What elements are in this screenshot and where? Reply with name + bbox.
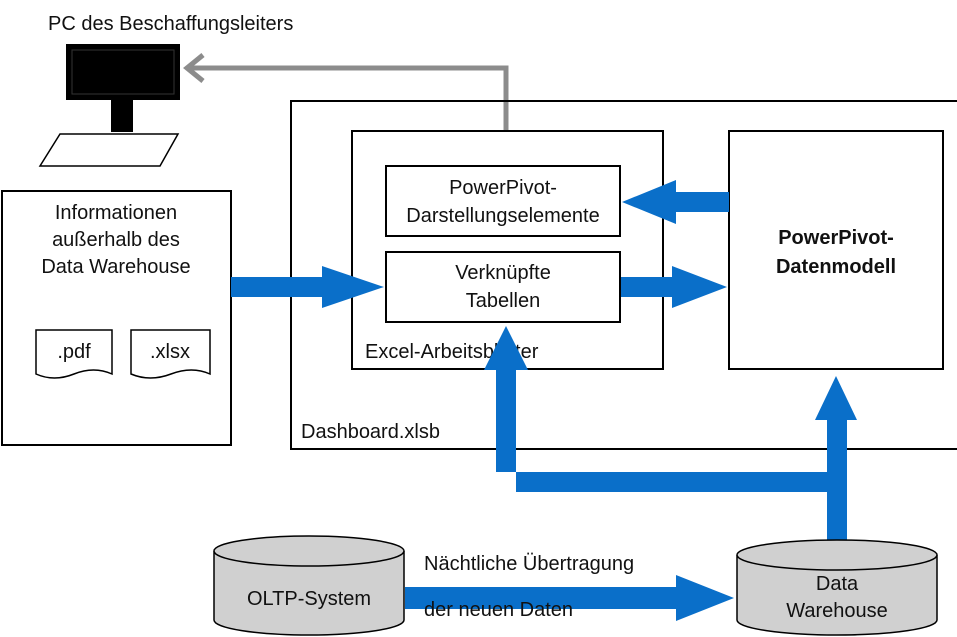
arrow-warehouse-feed (484, 326, 857, 543)
transfer-line-2: der neuen Daten (424, 599, 573, 621)
oltp-label: OLTP-System (247, 588, 371, 610)
dashboard-box (290, 100, 957, 450)
oltp-cylinder (213, 535, 405, 636)
display-elements-box (385, 165, 621, 237)
pc-icon (38, 44, 180, 167)
xlsx-file-icon: .xlsx (130, 329, 211, 379)
data-model-line-1: PowerPivot- (778, 227, 894, 249)
pc-caption: PC des Beschaffungsleiters (48, 13, 293, 35)
display-elements-line-1: PowerPivot- (449, 177, 557, 199)
linked-tables-line-1: Verknüpfte (455, 262, 551, 284)
external-info-line-1: Informationen (55, 202, 177, 224)
transfer-line-1: Nächtliche Übertragung (424, 553, 634, 575)
linked-tables-box (385, 251, 621, 323)
pdf-file-icon: .pdf (35, 329, 113, 379)
data-model-box (728, 130, 944, 370)
external-info-line-2: außerhalb des (52, 229, 180, 251)
arrow-external-to-linked-tables (231, 266, 384, 308)
arrow-data-model-to-display-elements (622, 180, 729, 224)
data-warehouse-line-2: Warehouse (786, 600, 888, 622)
data-warehouse-cylinder (736, 539, 938, 636)
linked-tables-line-2: Tabellen (466, 290, 541, 312)
data-warehouse-line-1: Data (816, 573, 859, 595)
external-info-box (1, 190, 232, 446)
xlsx-file-label: .xlsx (150, 341, 190, 363)
display-elements-line-2: Darstellungselemente (406, 205, 599, 227)
data-model-line-2: Datenmodell (776, 256, 896, 278)
arrow-oltp-to-warehouse (405, 575, 734, 621)
pdf-file-label: .pdf (57, 341, 91, 363)
dashboard-label: Dashboard.xlsb (301, 421, 440, 443)
arrow-linked-tables-to-data-model (621, 266, 727, 308)
external-info-line-3: Data Warehouse (41, 256, 190, 278)
